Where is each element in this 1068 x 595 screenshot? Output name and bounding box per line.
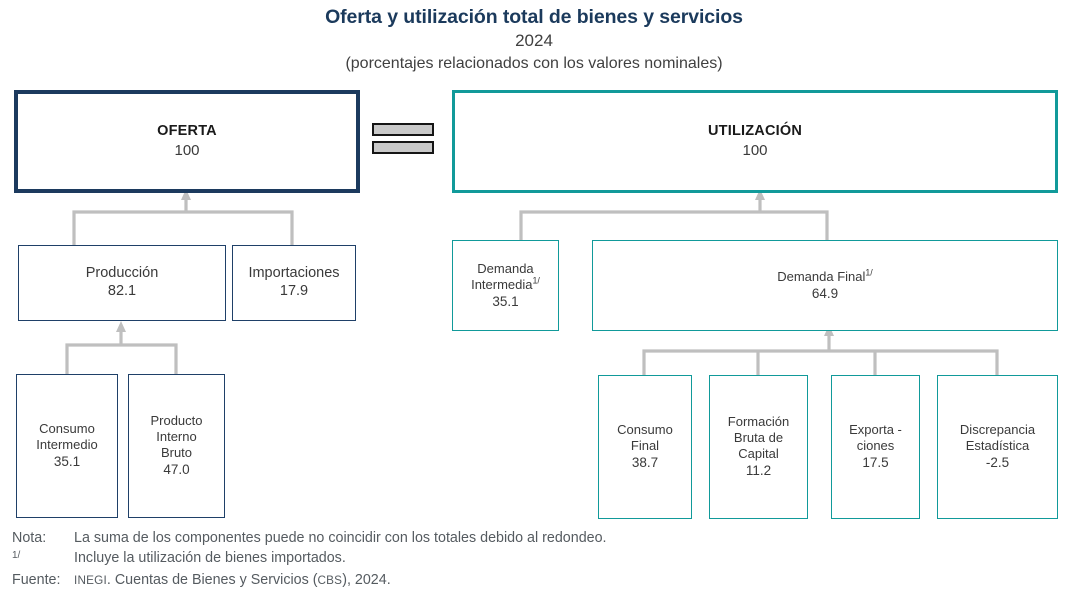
wire-oferta-children xyxy=(72,210,294,245)
source-org: INEGI xyxy=(74,574,107,587)
box-oferta-value: 100 xyxy=(174,142,200,160)
box-oferta[interactable]: OFERTA 100 xyxy=(14,90,360,193)
footnote-marker: 1/ xyxy=(865,267,873,278)
box-demanda-intermedia-value: 35.1 xyxy=(492,293,519,309)
footnote-marker: 1/ xyxy=(532,275,540,286)
equals-icon xyxy=(372,123,434,156)
arrowhead-produccion xyxy=(116,321,126,332)
box-produccion-value: 82.1 xyxy=(107,283,137,299)
source-end: ), 2024. xyxy=(342,572,391,588)
box-importaciones[interactable]: Importaciones 17.9 xyxy=(232,245,356,321)
wire-demandafinal-children xyxy=(642,349,999,375)
box-exportaciones[interactable]: Exporta - ciones 17.5 xyxy=(831,375,920,519)
wire-utilizacion-children xyxy=(519,210,829,240)
box-formacion-bruta-capital-value: 11.2 xyxy=(745,463,772,479)
box-demanda-final[interactable]: Demanda Final1/ 64.9 xyxy=(592,240,1058,331)
box-formacion-bruta-capital[interactable]: Formación Bruta de Capital 11.2 xyxy=(709,375,808,519)
chart-year: 2024 xyxy=(515,31,553,50)
note-label-nota: Nota: xyxy=(12,530,47,546)
footnotes: Nota: La suma de los componentes puede n… xyxy=(12,528,1052,591)
box-utilizacion-value: 100 xyxy=(742,142,768,160)
box-consumo-final-value: 38.7 xyxy=(631,455,659,471)
note-row-footnote1: 1/ Incluye la utilización de bienes impo… xyxy=(12,548,1052,570)
box-utilizacion[interactable]: UTILIZACIÓN 100 xyxy=(452,90,1058,193)
box-demanda-intermedia-label: Demanda Intermedia1/ xyxy=(471,260,540,292)
note-label-footnote1: 1/ xyxy=(12,550,21,561)
source-abbr: CBS xyxy=(317,574,343,587)
box-demanda-intermedia[interactable]: Demanda Intermedia1/ 35.1 xyxy=(452,240,559,331)
box-consumo-final[interactable]: Consumo Final 38.7 xyxy=(598,375,692,519)
box-consumo-intermedio-label: Consumo Intermedio xyxy=(36,421,98,453)
box-producto-interno-bruto-label: Producto Interno Bruto xyxy=(150,413,203,461)
box-discrepancia-estadistica[interactable]: Discrepancia Estadística -2.5 xyxy=(937,375,1058,519)
box-discrepancia-estadistica-label: Discrepancia Estadística xyxy=(959,422,1036,454)
source-middle: . Cuentas de Bienes y Servicios ( xyxy=(106,572,318,588)
box-consumo-final-label: Consumo Final xyxy=(617,422,673,454)
box-consumo-intermedio-value: 35.1 xyxy=(53,454,81,470)
box-oferta-label: OFERTA xyxy=(157,122,217,139)
box-importaciones-label: Importaciones xyxy=(248,265,340,282)
equals-bar-bottom xyxy=(372,141,434,154)
box-demanda-final-label: Demanda Final1/ xyxy=(777,267,873,284)
chart-header: Oferta y utilización total de bienes y s… xyxy=(0,0,1068,74)
box-produccion[interactable]: Producción 82.1 xyxy=(18,245,226,321)
note-text-fuente: INEGI. Cuentas de Bienes y Servicios (CB… xyxy=(74,570,1052,591)
note-text-nota: La suma de los componentes puede no coin… xyxy=(74,530,607,546)
box-consumo-intermedio[interactable]: Consumo Intermedio 35.1 xyxy=(16,374,118,518)
box-utilizacion-label: UTILIZACIÓN xyxy=(707,122,803,139)
box-producto-interno-bruto-value: 47.0 xyxy=(163,462,190,478)
box-producto-interno-bruto[interactable]: Producto Interno Bruto 47.0 xyxy=(128,374,225,518)
box-produccion-label: Producción xyxy=(85,265,159,282)
equals-bar-top xyxy=(372,123,434,136)
box-formacion-bruta-capital-label: Formación Bruta de Capital xyxy=(727,414,790,462)
box-discrepancia-estadistica-value: -2.5 xyxy=(985,455,1010,471)
wire-produccion-children xyxy=(65,343,178,374)
page-title: Oferta y utilización total de bienes y s… xyxy=(325,6,743,28)
note-row-nota: Nota: La suma de los componentes puede n… xyxy=(12,528,1052,548)
box-importaciones-value: 17.9 xyxy=(279,283,309,299)
box-exportaciones-label: Exporta - ciones xyxy=(849,422,902,454)
note-label-fuente: Fuente: xyxy=(12,572,61,588)
chart-subtitle: (porcentajes relacionados con los valore… xyxy=(345,55,723,72)
note-text-footnote1: Incluye la utilización de bienes importa… xyxy=(74,550,346,566)
box-exportaciones-value: 17.5 xyxy=(862,455,889,471)
box-demanda-final-value: 64.9 xyxy=(811,285,839,301)
note-row-fuente: Fuente: INEGI. Cuentas de Bienes y Servi… xyxy=(12,570,1052,591)
